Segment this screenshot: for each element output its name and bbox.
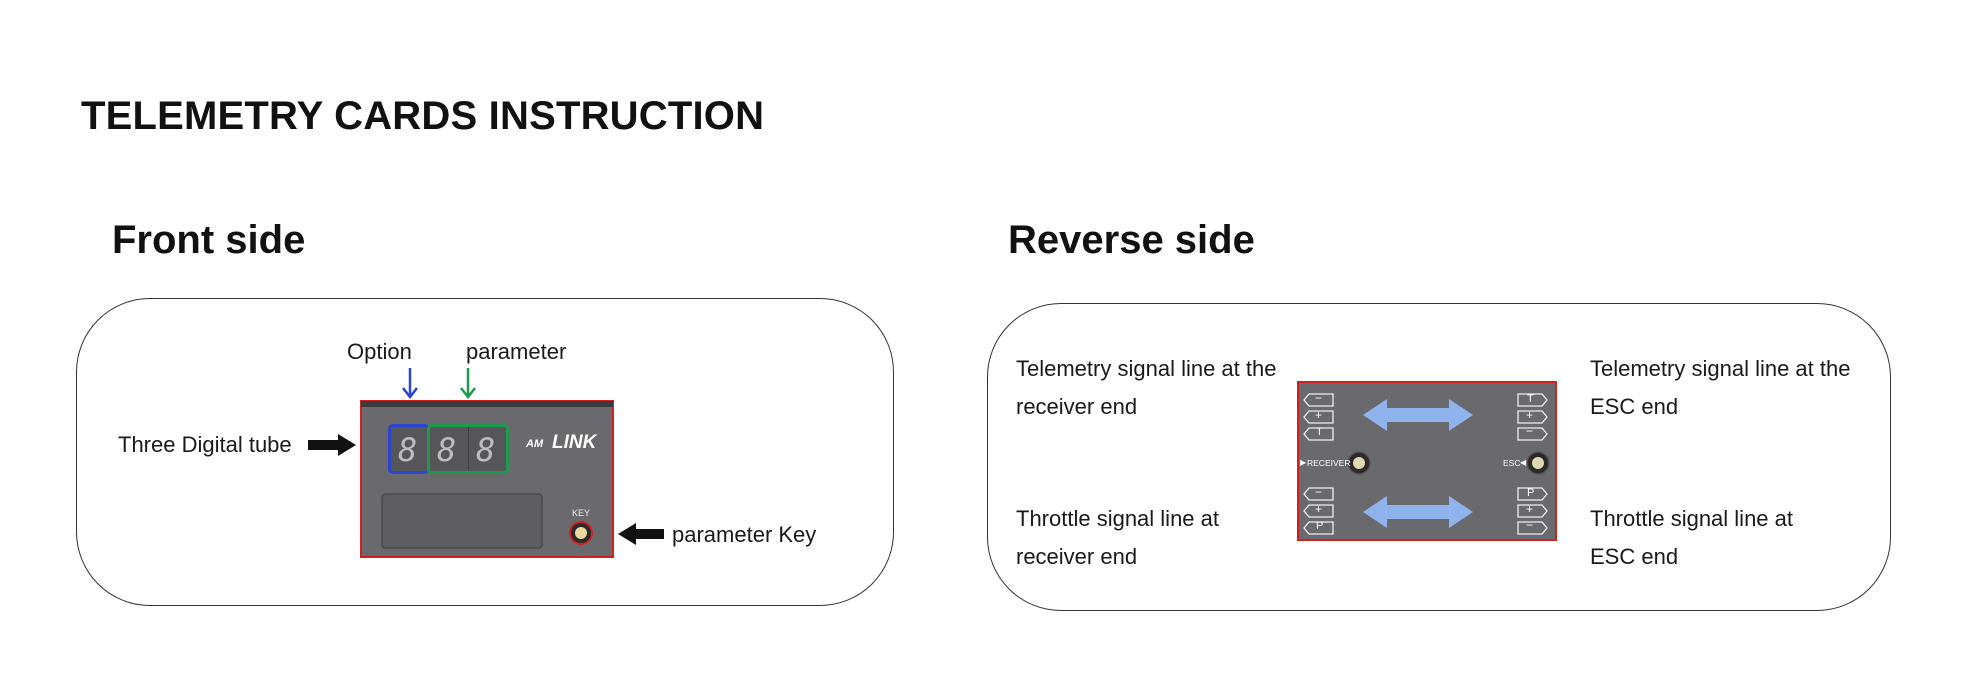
pin-outline-icon xyxy=(1303,393,1334,441)
pin-label: P xyxy=(1527,487,1535,499)
pin-outline-icon xyxy=(1517,487,1548,535)
page-title: TELEMETRY CARDS INSTRUCTION xyxy=(81,94,765,138)
pin-label: + xyxy=(1526,408,1534,422)
pin-label: P xyxy=(1316,520,1324,532)
throttle-receiver-label: Throttle signal line at receiver end xyxy=(1016,506,1219,569)
digital-tube-pointer-icon xyxy=(308,434,356,456)
parameter-key-label: parameter Key xyxy=(672,522,817,547)
option-digit-box: 8 xyxy=(388,424,430,474)
front-device-card: 8 8 8 AM LINK KEY xyxy=(360,400,614,558)
esc-socket-label: ESC xyxy=(1503,458,1521,468)
pin-label: T xyxy=(1527,393,1534,405)
receiver-marker-icon: ▶ xyxy=(1300,458,1307,467)
pin-label: − xyxy=(1315,391,1323,405)
pin-label: − xyxy=(1526,518,1534,532)
telemetry-esc-label: Telemetry signal line at the ESC end xyxy=(1590,356,1851,419)
pin-label: + xyxy=(1526,502,1534,516)
parameter-digit-box: 8 8 xyxy=(427,424,509,474)
pin-label: + xyxy=(1315,408,1323,422)
reverse-device-card: − + T T + − − + P P + − ▶ xyxy=(1297,381,1557,541)
parameter-digit-1: 8 xyxy=(437,431,457,469)
esc-marker-icon: ◀ xyxy=(1520,458,1527,467)
pin-label: T xyxy=(1316,426,1323,438)
option-digit: 8 xyxy=(398,431,418,469)
option-arrow-icon xyxy=(402,368,418,400)
pin-outline-icon xyxy=(1303,487,1334,535)
parameter-key-pointer-icon xyxy=(618,523,664,545)
reverse-side-heading: Reverse side xyxy=(1008,218,1255,262)
parameter-label: parameter xyxy=(466,339,567,364)
option-label: Option xyxy=(347,339,412,364)
throttle-esc-label: Throttle signal line at ESC end xyxy=(1590,506,1793,569)
telemetry-receiver-label: Telemetry signal line at the receiver en… xyxy=(1016,356,1277,419)
digital-tube-label: Three Digital tube xyxy=(118,432,292,457)
pin-label: − xyxy=(1315,485,1323,499)
parameter-digit-2: 8 xyxy=(476,431,496,469)
brand-prefix: AM xyxy=(526,438,544,450)
receiver-socket-label: RECEIVER xyxy=(1307,458,1351,468)
parameter-arrow-icon xyxy=(460,368,476,400)
key-text: KEY xyxy=(572,508,591,518)
parameter-key-button-icon[interactable] xyxy=(568,520,594,546)
pin-outline-icon xyxy=(1517,393,1548,441)
reverse-card-body xyxy=(1297,381,1557,541)
brand-logo: LINK xyxy=(552,432,597,453)
digit-divider xyxy=(468,427,469,471)
pin-label: + xyxy=(1315,502,1323,516)
front-side-heading: Front side xyxy=(112,218,306,262)
pin-label: − xyxy=(1526,424,1534,438)
